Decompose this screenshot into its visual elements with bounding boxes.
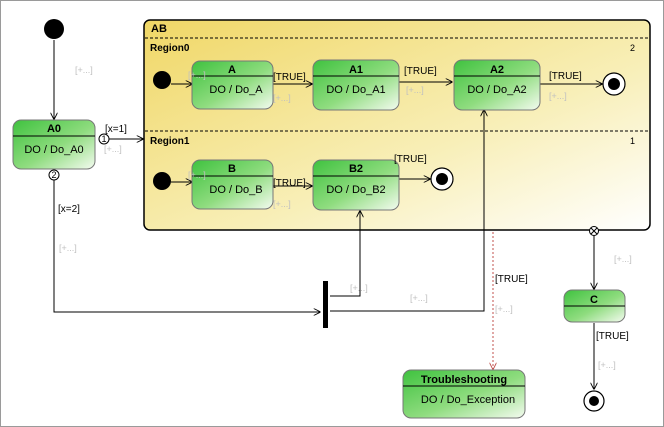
- state-name: A: [228, 64, 236, 76]
- add-label-placeholder[interactable]: [+...]: [273, 199, 291, 209]
- final-state-region1[interactable]: [430, 167, 454, 191]
- state-name: B: [228, 163, 236, 175]
- add-label-placeholder[interactable]: [+...]: [549, 91, 567, 101]
- state-a1[interactable]: A1 DO / Do_A1: [312, 59, 400, 111]
- composite-title: AB: [151, 23, 167, 35]
- region-name: Region0: [150, 43, 190, 54]
- state-name: B2: [349, 163, 363, 175]
- region-name: Region1: [150, 136, 190, 147]
- region-index: 1: [630, 136, 635, 146]
- guard-label-true: [TRUE]: [394, 154, 427, 165]
- add-label-placeholder[interactable]: [+...]: [188, 170, 206, 180]
- state-activity: DO / Do_A0: [24, 144, 83, 156]
- state-name: A1: [349, 64, 363, 76]
- state-name: A0: [47, 123, 61, 135]
- add-label-placeholder[interactable]: [+...]: [59, 243, 77, 253]
- add-label-placeholder[interactable]: [+...]: [350, 283, 368, 293]
- state-a0[interactable]: A0 DO / Do_A0: [12, 119, 96, 170]
- guard-label-true: [TRUE]: [495, 274, 528, 285]
- guard-label-true: [TRUE]: [596, 331, 629, 342]
- state-name: Troubleshooting: [421, 374, 507, 386]
- state-activity: DO / Do_A: [209, 84, 263, 96]
- add-label-placeholder[interactable]: [+...]: [495, 304, 513, 314]
- add-label-placeholder[interactable]: [+...]: [273, 93, 291, 103]
- state-activity: DO / Do_B: [209, 184, 262, 196]
- add-label-placeholder[interactable]: [+...]: [104, 144, 122, 154]
- add-label-placeholder[interactable]: [+...]: [410, 293, 428, 303]
- transition-fork-b2[interactable]: [330, 211, 360, 297]
- state-name: C: [590, 294, 598, 306]
- guard-label-x2: [x=2]: [58, 204, 80, 215]
- exit-point-icon[interactable]: [589, 226, 599, 236]
- final-state-region0[interactable]: [602, 72, 626, 96]
- add-label-placeholder[interactable]: [+...]: [598, 360, 616, 370]
- state-name: A2: [490, 64, 504, 76]
- guard-label-true: [TRUE]: [273, 72, 306, 83]
- port-marker-2: 2: [48, 169, 60, 181]
- add-label-placeholder[interactable]: [+...]: [406, 85, 424, 95]
- transition-fork-a2[interactable]: [330, 110, 484, 312]
- final-state-c[interactable]: [583, 390, 605, 412]
- fork-bar[interactable]: [323, 281, 328, 328]
- transitions: [54, 40, 602, 389]
- svg-text:2: 2: [51, 170, 56, 180]
- add-label-placeholder[interactable]: [+...]: [188, 70, 206, 80]
- svg-text:1: 1: [101, 134, 106, 144]
- initial-pseudostate-region1[interactable]: [153, 172, 171, 190]
- state-b[interactable]: B DO / Do_B: [191, 159, 274, 210]
- transition-a0-fork[interactable]: [53, 180, 320, 312]
- state-activity: DO / Do_A2: [467, 84, 526, 96]
- state-activity: DO / Do_B2: [326, 184, 385, 196]
- guard-label-true: [TRUE]: [549, 71, 582, 82]
- add-label-placeholder[interactable]: [+...]: [614, 254, 632, 264]
- state-a[interactable]: A DO / Do_A: [191, 60, 274, 110]
- guard-label-true: [TRUE]: [273, 178, 306, 189]
- guard-label-x1: [x=1]: [105, 124, 127, 135]
- initial-pseudostate-region0[interactable]: [153, 71, 171, 89]
- guard-label-true: [TRUE]: [404, 66, 437, 77]
- region-index: 2: [630, 43, 635, 53]
- state-activity: DO / Do_A1: [326, 84, 385, 96]
- state-c[interactable]: C: [563, 289, 626, 323]
- state-b2[interactable]: B2 DO / Do_B2: [312, 159, 400, 211]
- state-troubleshooting[interactable]: Troubleshooting DO / Do_Exception: [402, 369, 526, 419]
- state-activity: DO / Do_Exception: [421, 394, 515, 406]
- add-label-placeholder[interactable]: [+...]: [75, 65, 93, 75]
- port-marker-1: 1: [98, 133, 110, 145]
- initial-pseudostate[interactable]: [44, 19, 64, 39]
- state-a2[interactable]: A2 DO / Do_A2: [453, 59, 541, 111]
